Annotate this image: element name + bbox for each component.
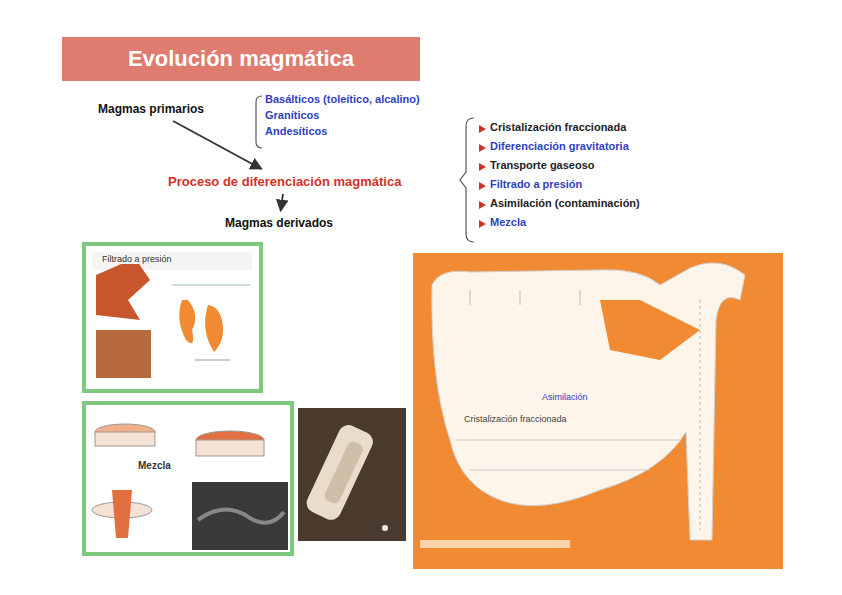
label-text: Filtrado a presión: [100, 254, 174, 264]
node-text: Magmas derivados: [225, 216, 333, 230]
label-text: Basálticos (toleítico, alcalino): [265, 93, 420, 105]
label-text: Cristalización fraccionada: [490, 121, 626, 133]
label-text: Cristalización fraccionada: [462, 414, 569, 424]
label-text: Diferenciación gravitatoria: [490, 140, 629, 152]
text-node: Magmas derivados: [222, 214, 336, 232]
connector-arrow: [173, 121, 261, 169]
node-text: Proceso de diferenciación magmática: [168, 174, 401, 189]
label-text: Filtrado a presión: [490, 178, 582, 190]
text-node: Magmas primarios: [95, 100, 207, 118]
label-text: Mezcla: [136, 460, 173, 471]
mixing-figure: [84, 403, 292, 554]
node-text: Magmas primarios: [98, 102, 204, 116]
label-text: Andesíticos: [265, 125, 327, 137]
title-banner: Evolución magmática: [62, 37, 420, 81]
label-text: Asimilación: [540, 392, 590, 402]
bullet-marks: [479, 125, 486, 228]
magma-chamber-section: [413, 253, 783, 569]
filter-press-figure: [84, 244, 261, 391]
label-text: Transporte gaseoso: [490, 159, 595, 171]
text-node: Proceso de diferenciación magmática: [165, 172, 404, 191]
bracket: [460, 118, 474, 242]
label-text: Mezcla: [490, 216, 526, 228]
bracket: [256, 96, 262, 148]
label-text: Graníticos: [265, 109, 319, 121]
crystal-photo: [298, 408, 406, 541]
label-text: Asimilación (contaminación): [490, 197, 640, 209]
connector-arrow: [281, 194, 283, 211]
